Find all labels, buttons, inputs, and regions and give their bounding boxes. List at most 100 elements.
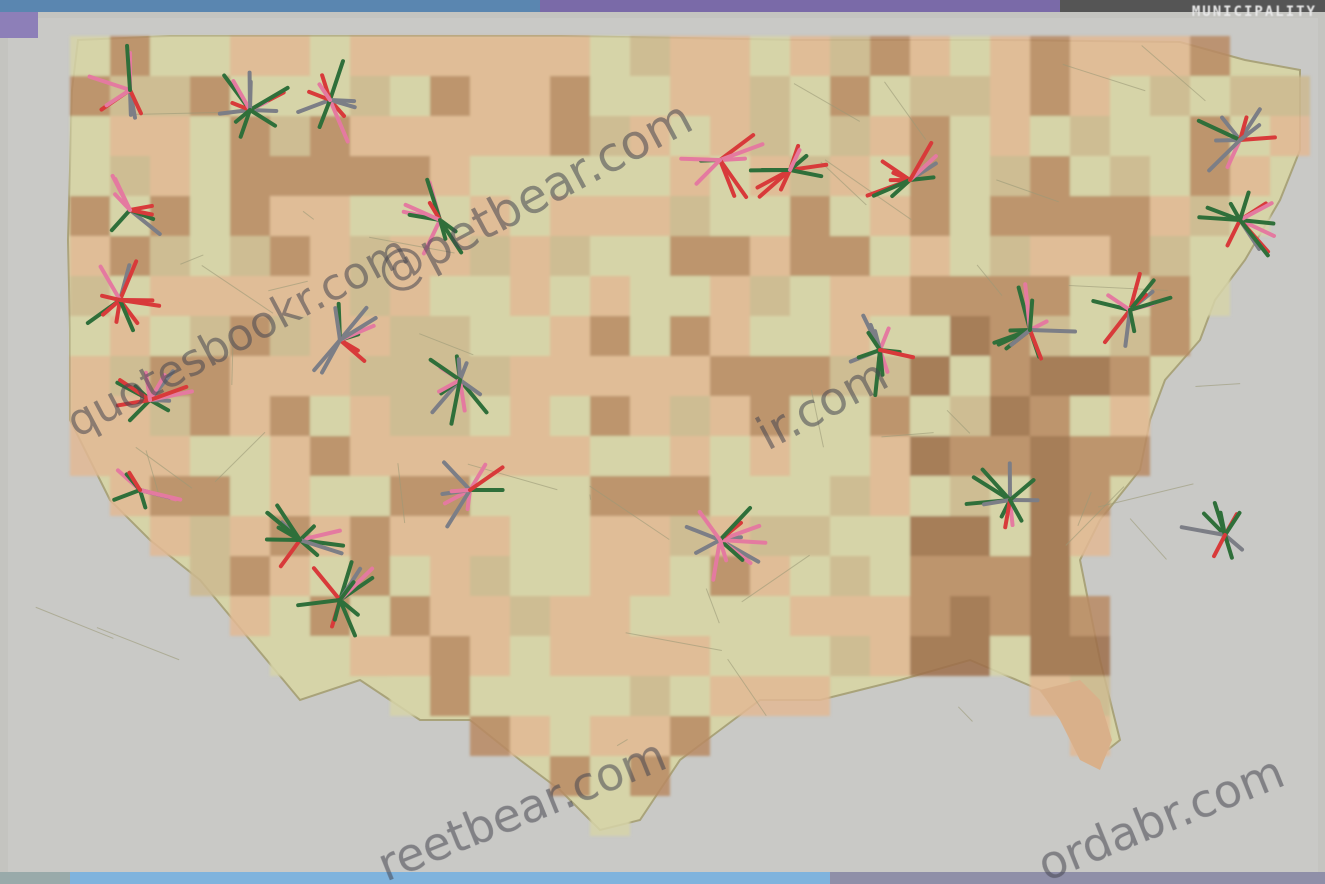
terrain-tile bbox=[150, 116, 190, 156]
terrain-tile bbox=[470, 196, 510, 236]
terrain-tile bbox=[710, 276, 750, 316]
terrain-tile bbox=[590, 476, 630, 516]
terrain-tile bbox=[1190, 236, 1230, 276]
map-pin bbox=[311, 566, 342, 602]
terrain-tile bbox=[950, 36, 990, 76]
map-pin bbox=[878, 326, 891, 352]
terrain-tile bbox=[470, 276, 510, 316]
terrain-tile bbox=[630, 36, 670, 76]
terrain-tile bbox=[1190, 276, 1230, 316]
terrain-tile bbox=[630, 236, 670, 276]
terrain-tile bbox=[550, 676, 590, 716]
terrain-tile bbox=[750, 76, 790, 116]
map-pin bbox=[320, 338, 342, 375]
state-border-line bbox=[705, 588, 720, 624]
terrain-tile bbox=[630, 716, 670, 756]
terrain-tile bbox=[550, 556, 590, 596]
terrain-tile bbox=[470, 596, 510, 636]
state-border-line bbox=[976, 264, 1003, 296]
terrain-tile bbox=[1190, 116, 1230, 156]
map-pin bbox=[328, 59, 345, 102]
terrain-tile bbox=[1030, 276, 1070, 316]
map-pin bbox=[298, 538, 344, 556]
terrain-tile bbox=[990, 76, 1030, 116]
state-border-line bbox=[369, 236, 455, 254]
terrain-tile bbox=[990, 596, 1030, 636]
terrain-tile bbox=[590, 516, 630, 556]
terrain-tile bbox=[270, 36, 310, 76]
terrain-tile bbox=[790, 76, 830, 116]
terrain-tile bbox=[230, 556, 270, 596]
terrain-tile bbox=[1110, 356, 1150, 396]
terrain-tile bbox=[550, 356, 590, 396]
terrain-tile bbox=[550, 516, 590, 556]
terrain-tile bbox=[750, 36, 790, 76]
state-border-line bbox=[820, 161, 867, 206]
state-border-line bbox=[727, 658, 767, 717]
map-pin bbox=[338, 305, 369, 342]
map-pin bbox=[428, 357, 462, 382]
state-border-line bbox=[35, 606, 114, 639]
map-pin bbox=[1003, 498, 1012, 530]
terrain-tile bbox=[990, 196, 1030, 236]
terrain-tile bbox=[630, 76, 670, 116]
terrain-tile bbox=[830, 36, 870, 76]
terrain-tile bbox=[630, 476, 670, 516]
terrain-tile bbox=[350, 116, 390, 156]
terrain-tile bbox=[830, 596, 870, 636]
terrain-tile bbox=[910, 516, 950, 556]
map-pin bbox=[437, 378, 462, 394]
terrain-tile bbox=[830, 396, 870, 436]
map-pin bbox=[1212, 533, 1227, 559]
terrain-tile bbox=[630, 196, 670, 236]
terrain-tile bbox=[790, 196, 830, 236]
terrain-tile bbox=[390, 356, 430, 396]
terrain-tile bbox=[870, 436, 910, 476]
terrain-tile bbox=[270, 476, 310, 516]
terrain-tile bbox=[70, 436, 110, 476]
state-border-line bbox=[884, 81, 927, 140]
map-pin bbox=[328, 98, 350, 144]
map-pin bbox=[1009, 328, 1032, 347]
map-pin bbox=[694, 158, 722, 186]
map-pin bbox=[711, 538, 722, 582]
map-pin bbox=[1223, 533, 1245, 552]
map-pin bbox=[875, 348, 882, 378]
terrain-tile bbox=[1030, 636, 1070, 676]
terrain-tile bbox=[470, 236, 510, 276]
map-pin bbox=[1212, 501, 1227, 537]
state-border-line bbox=[810, 389, 824, 448]
terrain-tile bbox=[510, 76, 550, 116]
terrain-tile bbox=[390, 276, 430, 316]
map-pin bbox=[296, 98, 332, 114]
terrain-tile bbox=[1150, 116, 1190, 156]
terrain-tile bbox=[310, 236, 350, 276]
map-pin bbox=[1028, 298, 1035, 332]
terrain-tile bbox=[510, 236, 550, 276]
terrain-tile bbox=[1070, 36, 1110, 76]
terrain-tile bbox=[350, 76, 390, 116]
map-pin bbox=[778, 168, 792, 192]
terrain-tile bbox=[150, 516, 190, 556]
terrain-tile bbox=[110, 156, 150, 196]
terrain-tile bbox=[230, 476, 270, 516]
map-pin bbox=[248, 108, 278, 128]
terrain-tile bbox=[270, 556, 310, 596]
terrain-tile bbox=[1150, 36, 1190, 76]
terrain-tile bbox=[230, 516, 270, 556]
terrain-tile bbox=[670, 196, 710, 236]
terrain-tile bbox=[590, 796, 630, 836]
terrain-tile bbox=[910, 76, 950, 116]
map-pin bbox=[1238, 115, 1249, 142]
map-pin bbox=[718, 538, 729, 563]
terrain-tile bbox=[550, 756, 590, 796]
terrain-tile bbox=[1070, 236, 1110, 276]
terrain-tile bbox=[830, 276, 870, 316]
terrain-tile bbox=[910, 316, 950, 356]
terrain-tile bbox=[590, 716, 630, 756]
terrain-tile bbox=[470, 636, 510, 676]
terrain-tile bbox=[1110, 76, 1150, 116]
terrain-tile bbox=[590, 116, 630, 156]
map-pin bbox=[338, 580, 356, 602]
map-pin bbox=[1091, 299, 1132, 312]
